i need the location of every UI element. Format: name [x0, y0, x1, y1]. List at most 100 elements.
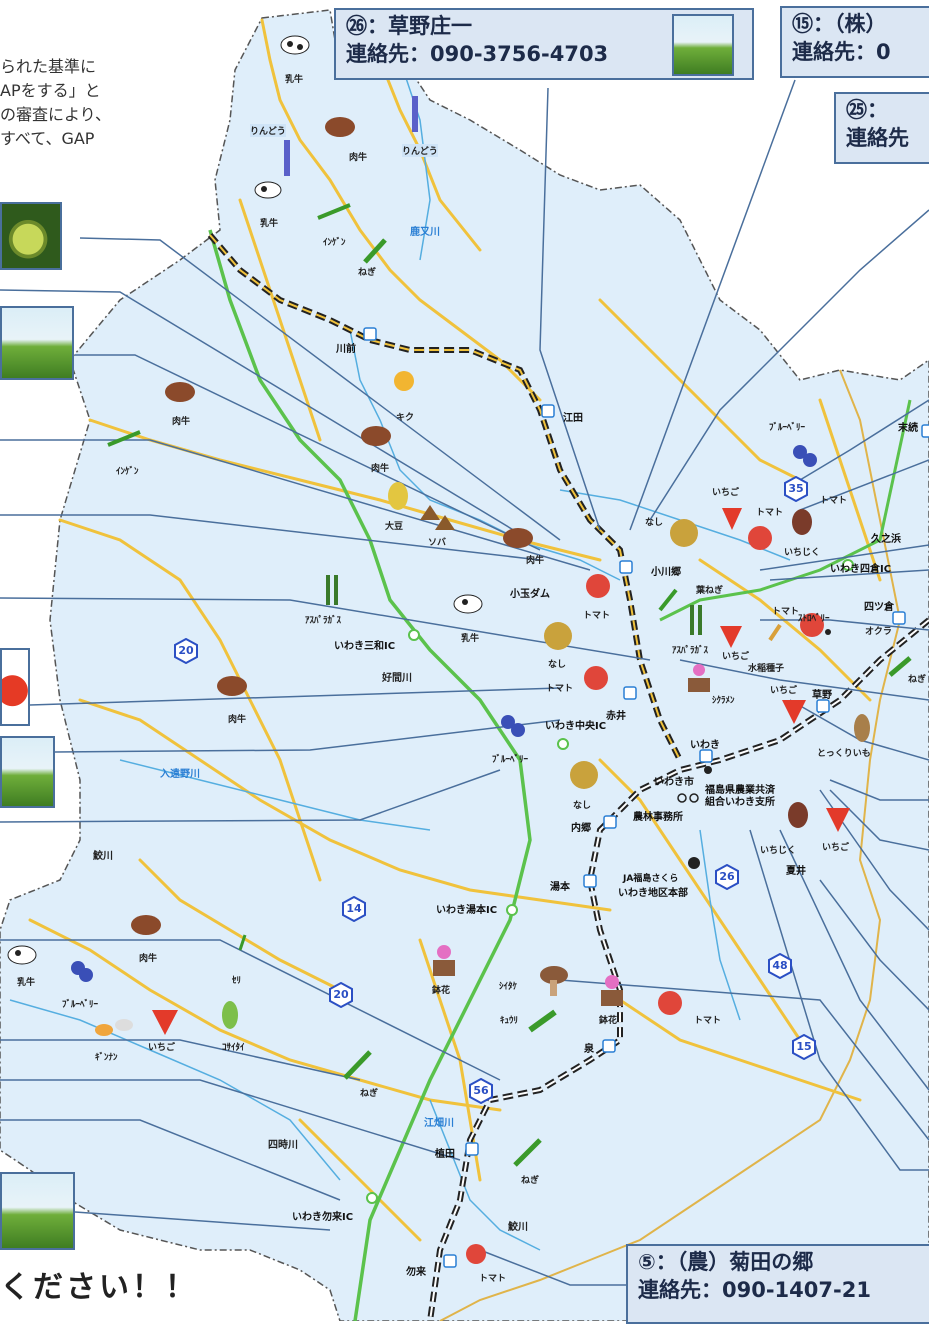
label-pear: なし	[548, 660, 567, 670]
station-markers	[363, 327, 929, 1268]
strawberry-icon	[720, 626, 742, 648]
rivers	[9, 59, 791, 1251]
railway-joban-line-inner	[429, 619, 929, 1321]
label-potted-flower: 鉢花	[599, 1016, 618, 1026]
coastline	[439, 369, 902, 1321]
yam-icon	[854, 714, 870, 742]
place-ueda: 植田	[435, 1149, 455, 1160]
fig-icon	[788, 802, 808, 828]
gentian-icon	[412, 96, 418, 132]
place-ja-line1: JA福島さくら	[623, 874, 679, 884]
label-green-onion: 葉ねぎ	[696, 586, 724, 596]
expressway	[208, 229, 532, 1321]
strawberry-icon	[826, 808, 850, 832]
beef-cattle-icon	[503, 528, 533, 548]
blueberry-icon	[793, 445, 817, 467]
label-tomato: トマト	[756, 508, 784, 518]
route-14-shield: 14	[341, 896, 367, 922]
place-natsui: 夏井	[786, 866, 806, 877]
railway-banetsu-east-inner	[209, 234, 681, 761]
label-tomato: トマト	[479, 1274, 507, 1284]
green-bean-icon	[107, 430, 141, 447]
label-yam: とっくりいも	[817, 749, 871, 759]
label-tomato: トマト	[694, 1016, 722, 1026]
label-beef-cattle: 肉牛	[172, 417, 191, 427]
beef-cattle-icon	[325, 117, 355, 137]
label-strawberry: いちご	[148, 1043, 176, 1053]
label-buckwheat: ソバ	[428, 538, 447, 548]
label-pear: なし	[645, 518, 664, 528]
label-green-bean: ｲﾝｹﾞﾝ	[116, 467, 139, 477]
callout-15: ⑮：（株） 連絡先：0	[780, 6, 929, 78]
place-iwaki-miwa-ic: いわき三和IC	[334, 641, 396, 652]
label-fig: いちじく	[760, 846, 797, 856]
potted-flower-icon	[601, 975, 623, 1006]
place-iwaki-chuo-ic: いわき中央IC	[545, 721, 607, 732]
place-izumi: 泉	[584, 1044, 594, 1055]
beef-cattle-icon	[361, 426, 391, 446]
label-dairy-cattle: 乳牛	[17, 978, 36, 988]
place-kusano: 草野	[812, 690, 832, 701]
place-yumoto: 湯本	[550, 882, 570, 893]
route-35-shield: 35	[783, 476, 809, 502]
label-ginkgo-nut: ｷﾞﾝﾅﾝ	[95, 1053, 118, 1063]
buckwheat-icon	[420, 505, 455, 530]
strawberry-icon	[722, 508, 742, 530]
cow-icon	[7, 945, 37, 965]
label-tomato: トマト	[546, 684, 574, 694]
label-rice-seed: 水稲種子	[748, 664, 785, 674]
label-okra: オクラ	[865, 627, 892, 637]
label-fig: いちじく	[784, 548, 821, 558]
chrysanthemum-icon	[394, 371, 414, 391]
route-20b-shield: 20	[328, 982, 354, 1008]
river-iriyano: 入遠野川	[160, 769, 200, 780]
label-beef-cattle: 肉牛	[526, 556, 545, 566]
potted-flower-icon	[433, 945, 455, 976]
route-20-shield: 20	[173, 638, 199, 664]
route-56-shield: 56	[468, 1078, 494, 1104]
label-tomato: トマト	[820, 496, 848, 506]
label-beef-cattle: 肉牛	[228, 715, 247, 725]
asparagus-icon	[690, 605, 702, 635]
interchange-markers	[366, 559, 854, 1204]
place-kyosai-branch: 組合いわき支所	[705, 797, 775, 808]
label-dairy-cattle: 乳牛	[461, 634, 480, 644]
place-suetsugi: 末続	[898, 423, 918, 434]
label-dairy-cattle: 乳牛	[285, 75, 304, 85]
place-kawamae: 川前	[336, 344, 356, 355]
place-fukushima-kyosai: 福島県農業共済	[705, 785, 775, 796]
label-dairy-cattle: 乳牛	[260, 219, 279, 229]
tomato-icon	[658, 991, 682, 1015]
cucumber-icon	[528, 1009, 557, 1033]
label-soybean: 大豆	[385, 522, 404, 532]
label-blueberry: ﾌﾞﾙｰﾍﾞﾘｰ	[492, 755, 529, 765]
green-onion-icon	[658, 588, 678, 612]
label-tomato: トマト	[772, 607, 800, 617]
river-shitoki: 四時川	[268, 1140, 298, 1151]
place-hisanohama: 久之浜	[871, 534, 901, 545]
label-beef-cattle: 肉牛	[371, 464, 390, 474]
place-iwaki-yotsukura-ic: いわき四倉IC	[830, 564, 892, 575]
seri-icon	[238, 934, 247, 951]
asparagus-icon	[326, 575, 338, 605]
label-asparagus: ｱｽﾊﾟﾗｶﾞｽ	[672, 646, 709, 656]
gentian-icon	[284, 140, 290, 176]
label-potted-flower: 鉢花	[432, 986, 451, 996]
office-marker	[688, 857, 700, 869]
cyclamen-icon	[688, 664, 710, 692]
office-marker	[689, 793, 699, 803]
place-akai: 赤井	[606, 711, 626, 722]
office-marker	[677, 793, 687, 803]
label-strawberry-en: ｽﾄﾛﾍﾞﾘｰ	[798, 614, 830, 624]
tomato-icon	[748, 526, 772, 550]
beef-cattle-icon	[165, 382, 195, 402]
beef-cattle-icon	[131, 915, 161, 935]
route-15-shield: 15	[791, 1034, 817, 1060]
rice-field-photo	[0, 1172, 75, 1250]
route-26-shield: 26	[714, 864, 740, 890]
soybean-icon	[388, 482, 408, 510]
shiitake-icon	[540, 966, 568, 996]
pear-icon	[570, 761, 598, 789]
tomato-icon	[586, 574, 610, 598]
